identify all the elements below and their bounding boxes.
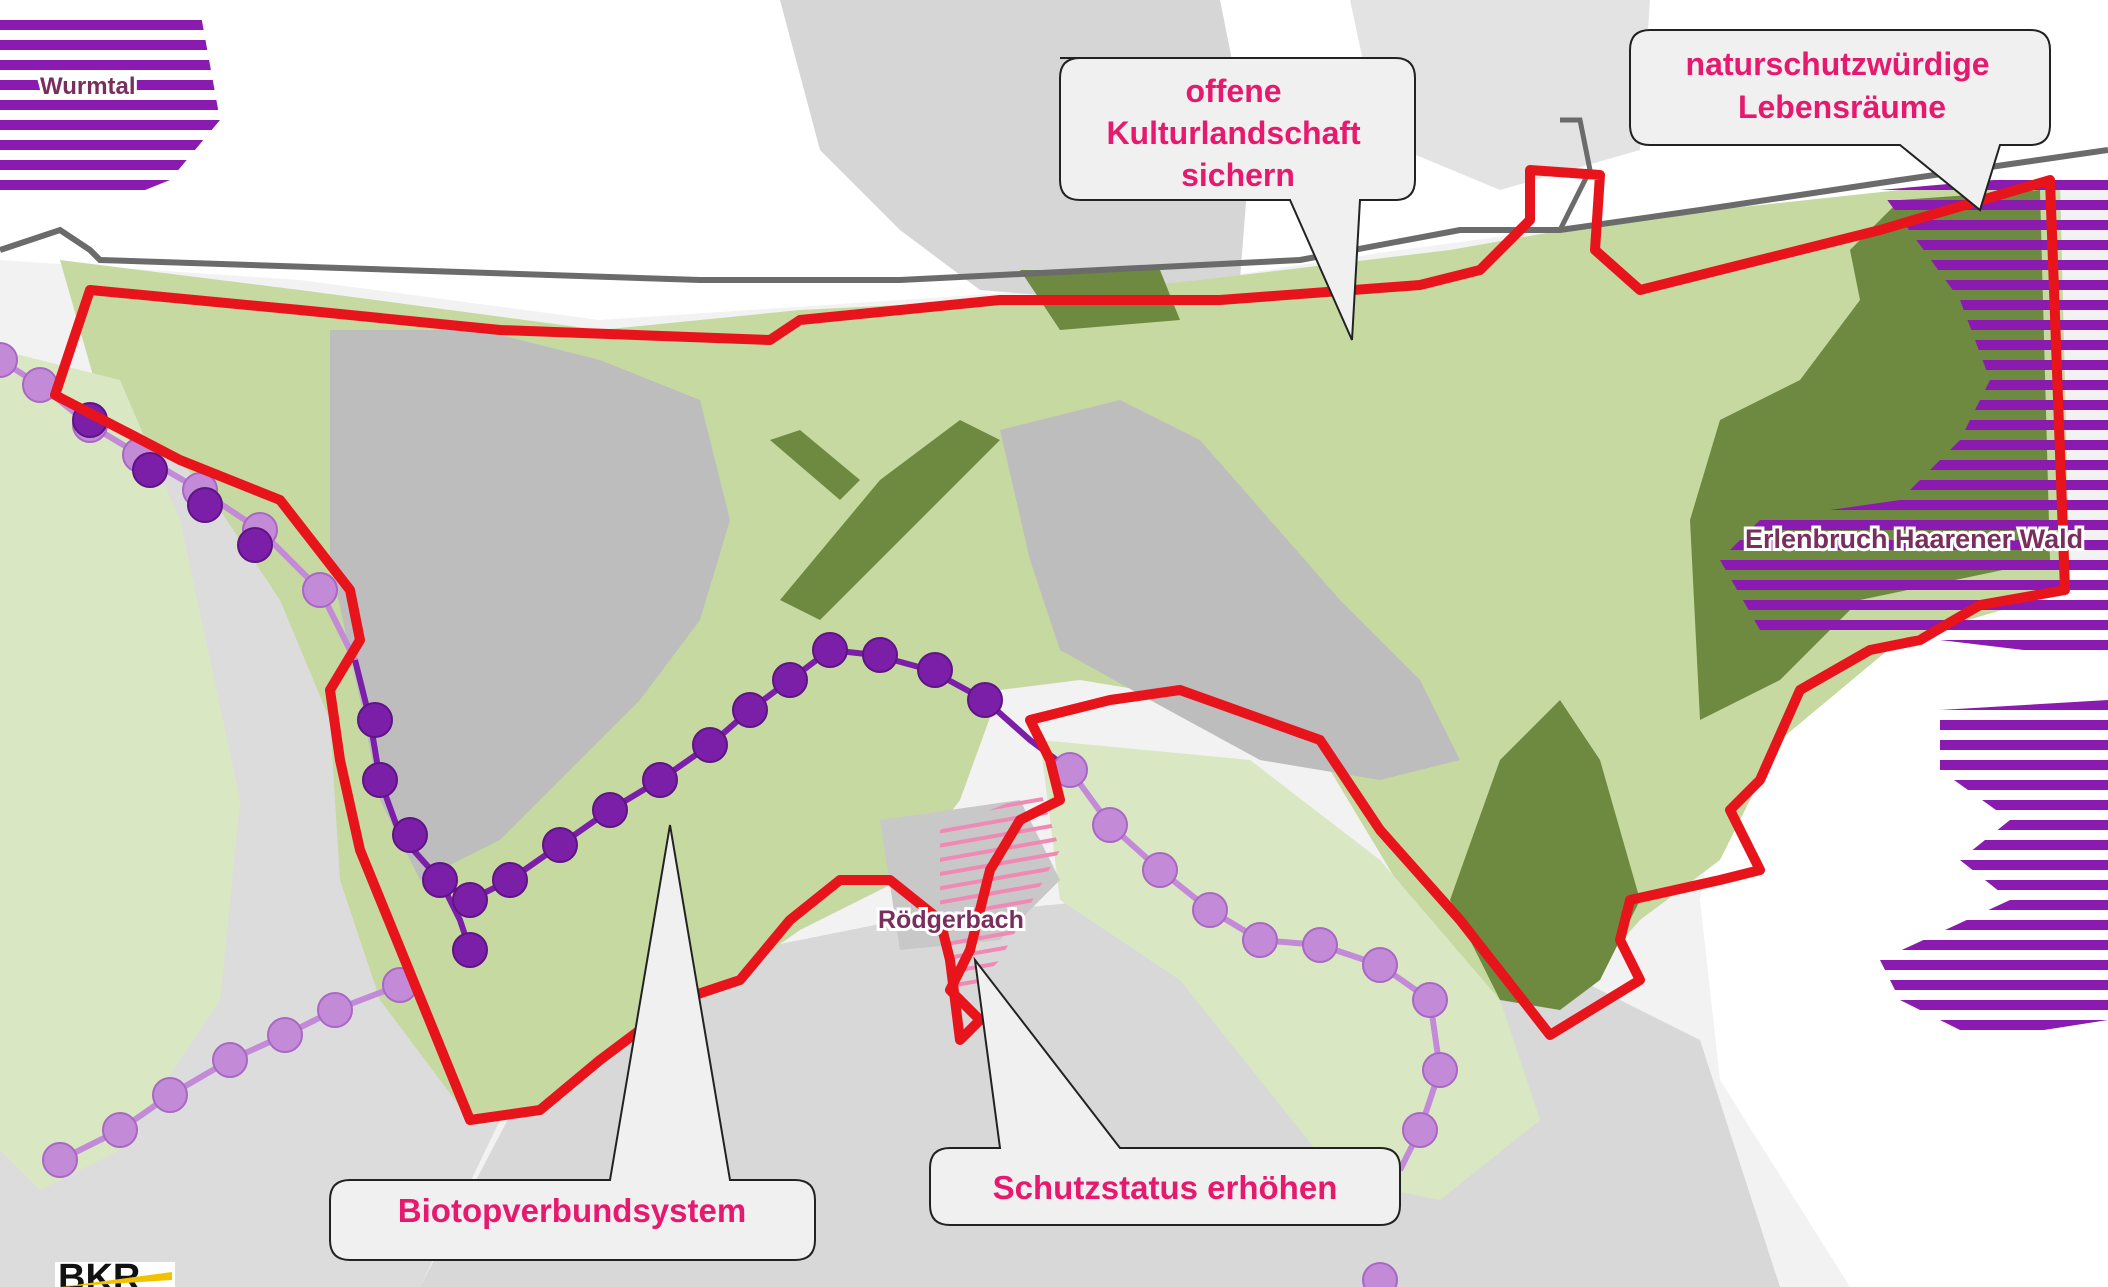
forest-patch-small [770, 430, 860, 500]
label-erlenbruch: Erlenbruch Haarener Wald [1745, 524, 2083, 554]
biotop-nodes-dark [72, 402, 1003, 968]
svg-text:offene Kulturlandschaft: offene Kulturlandschaft sichern [1106, 73, 1369, 193]
habitat-wurmtal [0, 10, 220, 200]
callout-schutzstatus-text: Schutzstatus erhöhen [993, 1169, 1338, 1206]
callout-kulturlandschaft: offene Kulturlandschaft sichern [1059, 57, 1416, 341]
study-area-boundary [50, 165, 2070, 1125]
habitat-east [1880, 700, 2108, 1040]
callout-biotopverbund-text: Biotopverbundsystem [398, 1192, 746, 1229]
green-corridor-west [0, 350, 240, 1190]
callout-kulturlandschaft-line3: sichern [1181, 157, 1295, 193]
road-north [0, 147, 2108, 283]
forest-southeast [1450, 700, 1640, 1010]
logo-bkr: BKR [55, 1257, 175, 1287]
road-east [1557, 117, 1593, 232]
forest-strip-central [780, 420, 1000, 620]
callout-lebensraeume: naturschutzwürdige Lebensräume [1629, 29, 2051, 212]
label-wurmtal: Wurmtal [40, 73, 136, 100]
urban-area-northeast [1350, 0, 1650, 190]
habitat-erlenbruch [1720, 170, 2108, 660]
settlement-west [330, 330, 730, 880]
svg-text:naturschutzwürdige Leben: naturschutzwürdige Lebensräume [1686, 46, 1999, 125]
callout-biotopverbund: Biotopverbundsystem [329, 824, 816, 1261]
settlement-central [1000, 400, 1460, 780]
callout-lebensraeume-line1: naturschutzwürdige [1686, 46, 1990, 82]
callout-schutzstatus: Schutzstatus erhöhen [929, 956, 1401, 1226]
callout-kulturlandschaft-line2: Kulturlandschaft [1106, 115, 1361, 151]
callout-lebensraeume-line2: Lebensräume [1738, 89, 1946, 125]
callout-kulturlandschaft-line1: offene [1186, 73, 1282, 109]
label-roedgerbach: Rödgerbach [878, 906, 1024, 934]
